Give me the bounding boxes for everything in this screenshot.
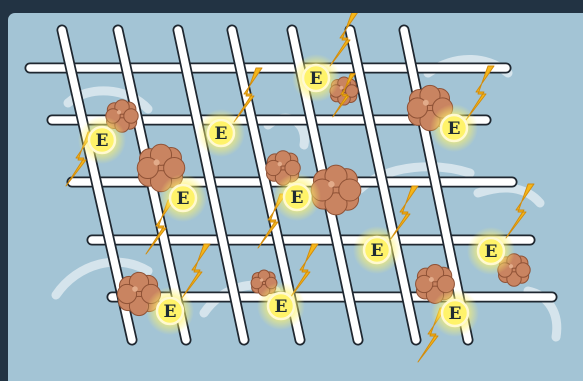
catalyst-badge: E xyxy=(159,174,207,222)
catalyst-badge: E xyxy=(273,173,321,221)
catalyst-badge: E xyxy=(431,289,479,337)
catalyst-badge: E xyxy=(78,116,126,164)
badge-letter: E xyxy=(96,131,109,151)
catalyst-badge: E xyxy=(353,226,401,274)
airflow-streak xyxy=(478,188,540,203)
catalyst-badge: E xyxy=(292,54,340,102)
badge-letter: E xyxy=(164,302,177,322)
badge-letter: E xyxy=(448,119,461,139)
catalyst-mesh-illustration: E E E E E E E E E E E xyxy=(8,13,583,381)
illustration-panel: E E E E E E E E E E E xyxy=(8,13,583,381)
badge-letter: E xyxy=(291,188,304,208)
badge-letter: E xyxy=(310,69,323,89)
badge-letter: E xyxy=(177,189,190,209)
catalyst-badge: E xyxy=(197,109,245,157)
badge-letter: E xyxy=(371,241,384,261)
lightning-bolt-icon xyxy=(182,244,210,298)
catalyst-badge: E xyxy=(257,282,305,330)
badge-letter: E xyxy=(485,242,498,262)
badge-letter: E xyxy=(215,124,228,144)
catalyst-badge: E xyxy=(430,104,478,152)
badge-letter: E xyxy=(275,297,288,317)
badge-letter: E xyxy=(449,304,462,324)
catalyst-badge: E xyxy=(467,227,515,275)
catalyst-badge: E xyxy=(146,287,194,335)
